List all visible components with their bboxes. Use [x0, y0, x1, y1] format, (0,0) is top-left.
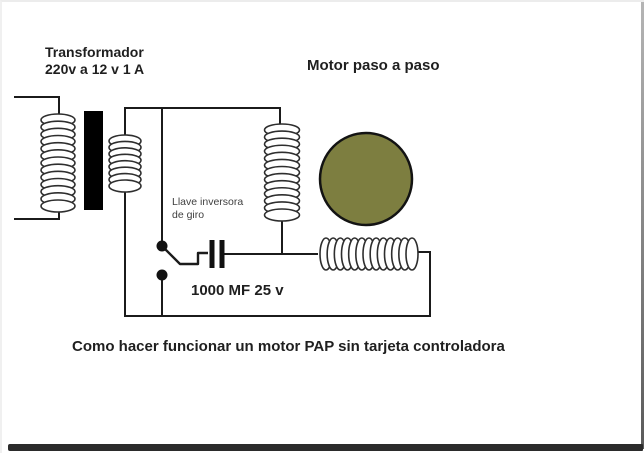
coil-loop — [263, 208, 301, 222]
frame-bottom-shadow-bar — [8, 444, 643, 451]
mains-lead-top — [14, 96, 60, 116]
transformer-core — [84, 111, 103, 210]
motor-winding-horizontal-coil — [319, 237, 419, 271]
electrolytic-capacitor — [209, 240, 225, 268]
capacitor-plate-left — [209, 240, 215, 268]
reversing-switch — [156, 240, 208, 281]
transformer-label-line1: Transformador — [45, 44, 144, 60]
caption-text: Como hacer funcionar un motor PAP sin ta… — [72, 338, 505, 355]
switch-lever — [161, 245, 208, 266]
stepper-motor-body — [318, 131, 414, 227]
transformer-label: Transformador 220v a 12 v 1 A — [45, 44, 144, 78]
coil-loop — [405, 237, 419, 271]
motor-winding-vertical-coil — [263, 123, 301, 222]
motor-label: Motor paso a paso — [307, 57, 440, 74]
switch-label: Llave inversora de giro — [172, 196, 243, 222]
capacitor-plate-right — [219, 240, 225, 268]
switch-contact-upper — [156, 240, 168, 252]
capacitor-label: 1000 MF 25 v — [191, 282, 284, 299]
transformer-secondary-coil — [108, 134, 142, 193]
top-bus-wire — [124, 107, 281, 137]
switch-label-line1: Llave inversora — [172, 196, 244, 208]
transformer-label-line2: 220v a 12 v 1 A — [45, 61, 145, 77]
frame-right-edge — [641, 2, 644, 449]
coil-loop — [40, 199, 76, 213]
transformer-primary-coil — [40, 113, 76, 213]
wires — [14, 96, 431, 317]
switch-contact-lower — [156, 269, 168, 281]
horizontal-winding-lead — [417, 251, 431, 317]
switch-label-line2: de giro — [172, 209, 205, 221]
coil-loop — [108, 179, 142, 193]
